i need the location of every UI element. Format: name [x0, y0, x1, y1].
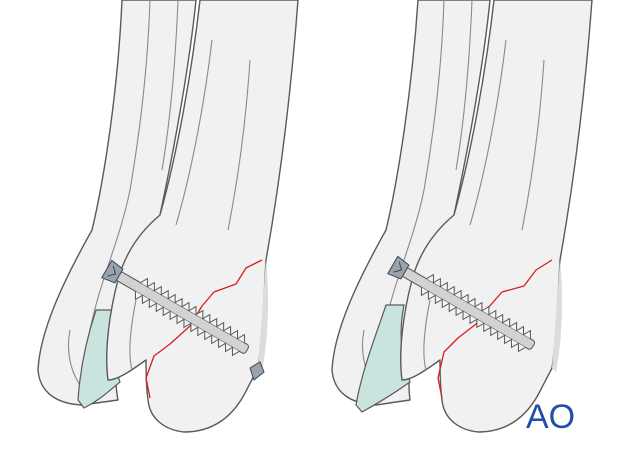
ao-logo-text: AO — [526, 398, 575, 434]
panel-right-after-compression — [331, 0, 593, 433]
ao-logo: AO — [526, 398, 575, 434]
panel-left-before-compression — [37, 0, 299, 433]
screw-tip-left — [249, 361, 265, 381]
anterior-bone-left — [106, 0, 299, 433]
posterior-bone-right — [331, 0, 491, 406]
